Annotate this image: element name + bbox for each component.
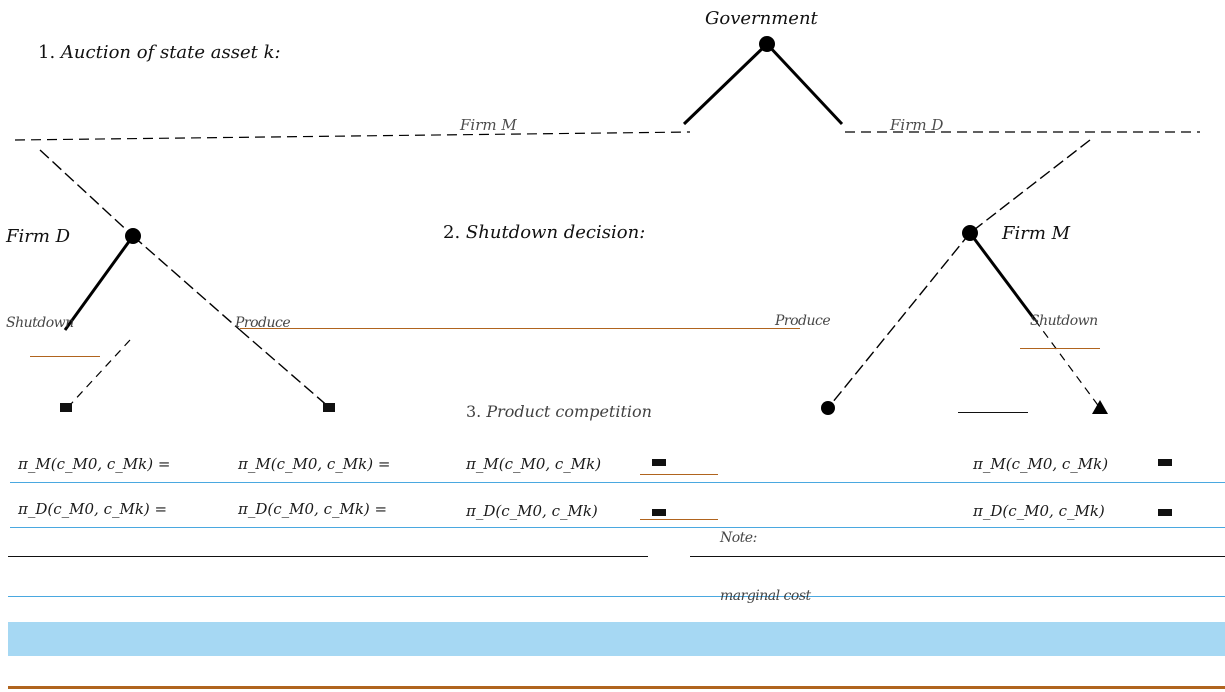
government-node — [759, 36, 775, 52]
highlight-band — [8, 622, 1225, 656]
firm-d-node-label: Firm D — [6, 226, 71, 247]
firm-d-branch-label: Firm D — [890, 116, 944, 134]
firm-m-branch-right — [968, 232, 1037, 321]
rule-left-brown — [30, 356, 100, 357]
rule-stage3 — [958, 412, 1028, 413]
left-produce-label: Produce — [235, 315, 291, 331]
stage3-text: Product competition — [486, 402, 652, 421]
government-label: Government — [705, 8, 818, 29]
note-label: Note: — [720, 530, 757, 546]
stage1-text: Auction of state asset k: — [60, 42, 281, 63]
firm-d-node — [125, 228, 141, 244]
rule-bottom-brown — [8, 686, 1225, 689]
payoff-r1-c4: π_M(c_M0, c_Mk) — [973, 455, 1109, 473]
rule-eq2-brown — [640, 519, 718, 520]
stage2-number: 2. — [443, 222, 461, 243]
rule-eq2-blue — [10, 527, 1225, 528]
left-shutdown-label: Shutdown — [6, 315, 74, 331]
firm-m-branch-right-lower — [1034, 319, 1101, 409]
terminal-node-2 — [821, 401, 835, 415]
payoff-r2-mark1 — [652, 509, 666, 516]
rule-note-right — [690, 556, 1225, 557]
payoff-r2-c1: π_D(c_M0, c_Mk) = — [18, 500, 168, 518]
dashed-to-firm-d — [39, 149, 134, 237]
stage3-label: 3. Product competition — [466, 402, 652, 421]
firm-d-branch-lower — [239, 329, 331, 409]
rule-eq1-brown — [640, 474, 718, 475]
rule-eq1-blue — [10, 482, 1225, 483]
dashed-to-firm-m — [969, 139, 1091, 234]
right-shutdown-label: Shutdown — [1030, 313, 1098, 329]
right-produce-label: Produce — [775, 313, 831, 329]
marginal-cost-label: marginal cost — [720, 588, 811, 604]
stage2-text: Shutdown decision: — [465, 222, 646, 243]
rule-band-top — [8, 596, 1225, 597]
stage1-label: 1. Auction of state asset k: — [38, 42, 281, 63]
payoff-r1-c2: π_M(c_M0, c_Mk) = — [238, 455, 391, 473]
terminal-node-3 — [323, 403, 335, 412]
stage2-label: 2. Shutdown decision: — [443, 222, 645, 243]
terminal-node-1 — [60, 403, 72, 412]
rule-produce-right — [1020, 348, 1100, 349]
payoff-r2-c4: π_D(c_M0, c_Mk) — [973, 502, 1105, 520]
dashed-top-left — [14, 131, 691, 141]
firm-m-branch-left — [827, 232, 971, 409]
stage1-number: 1. — [38, 42, 56, 63]
gov-branch-left — [682, 42, 769, 126]
payoff-r2-c2: π_D(c_M0, c_Mk) = — [238, 500, 388, 518]
payoff-r1-mark2 — [1158, 459, 1172, 466]
firm-m-node-label: Firm M — [1002, 223, 1071, 244]
firm-m-branch-label: Firm M — [460, 116, 517, 134]
rule-note-left — [8, 556, 648, 557]
stage3-number: 3. — [466, 402, 482, 421]
firm-d-branch-lower-left — [69, 339, 131, 406]
gov-branch-right — [765, 42, 844, 126]
terminal-node-4 — [1092, 400, 1108, 414]
payoff-r1-c1: π_M(c_M0, c_Mk) = — [18, 455, 171, 473]
firm-d-branch-right — [132, 235, 241, 331]
payoff-r1-mark1 — [652, 459, 666, 466]
payoff-r1-c3: π_M(c_M0, c_Mk) — [466, 455, 602, 473]
firm-d-branch-left — [63, 235, 135, 331]
rule-produce-left — [240, 328, 800, 329]
firm-m-node — [962, 225, 978, 241]
payoff-r2-mark2 — [1158, 509, 1172, 516]
payoff-r2-c3: π_D(c_M0, c_Mk) — [466, 502, 598, 520]
